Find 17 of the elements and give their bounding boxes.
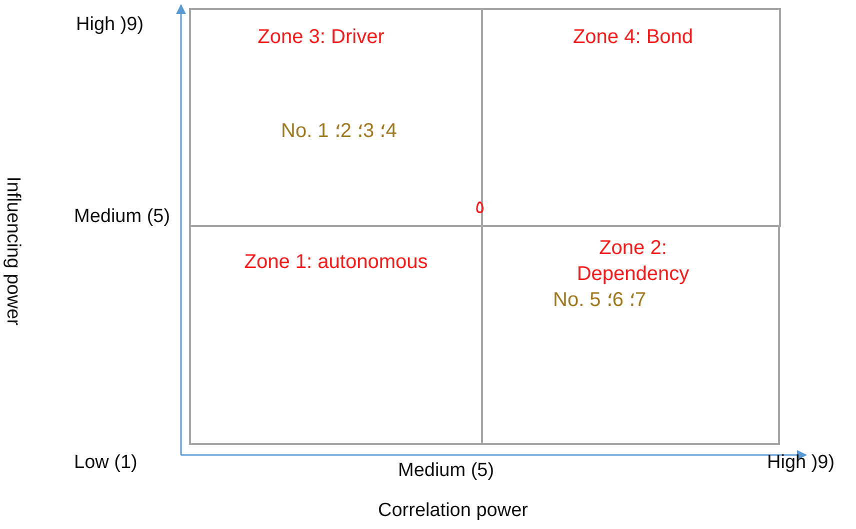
item-numbers: No. 5 ؛6 ؛7 [553,288,646,312]
zone-title: Zone 3: Driver [256,25,386,50]
quadrant-box [481,225,780,445]
axis-title: Correlation power [378,500,528,522]
zone-title: Zone 4: Bond [572,25,694,50]
axis-tick-label: High )9) [767,452,835,474]
zone-title: Zone 1: autonomous [243,250,429,275]
axis-title: Influencing power [1,176,24,326]
quadrant-box [189,8,483,227]
center-mark: ٥ [475,196,485,218]
axis-tick-label: Medium (5) [74,206,170,228]
item-numbers: No. 1 ؛2 ؛3 ؛4 [281,119,397,143]
axis-tick-label: Low (1) [74,452,138,474]
axis-tick-label: Medium (5) [398,460,494,482]
axis-tick-label: High )9) [76,14,144,36]
quadrant-box [189,225,483,445]
zone-title: Zone 2: Dependency [576,236,690,287]
